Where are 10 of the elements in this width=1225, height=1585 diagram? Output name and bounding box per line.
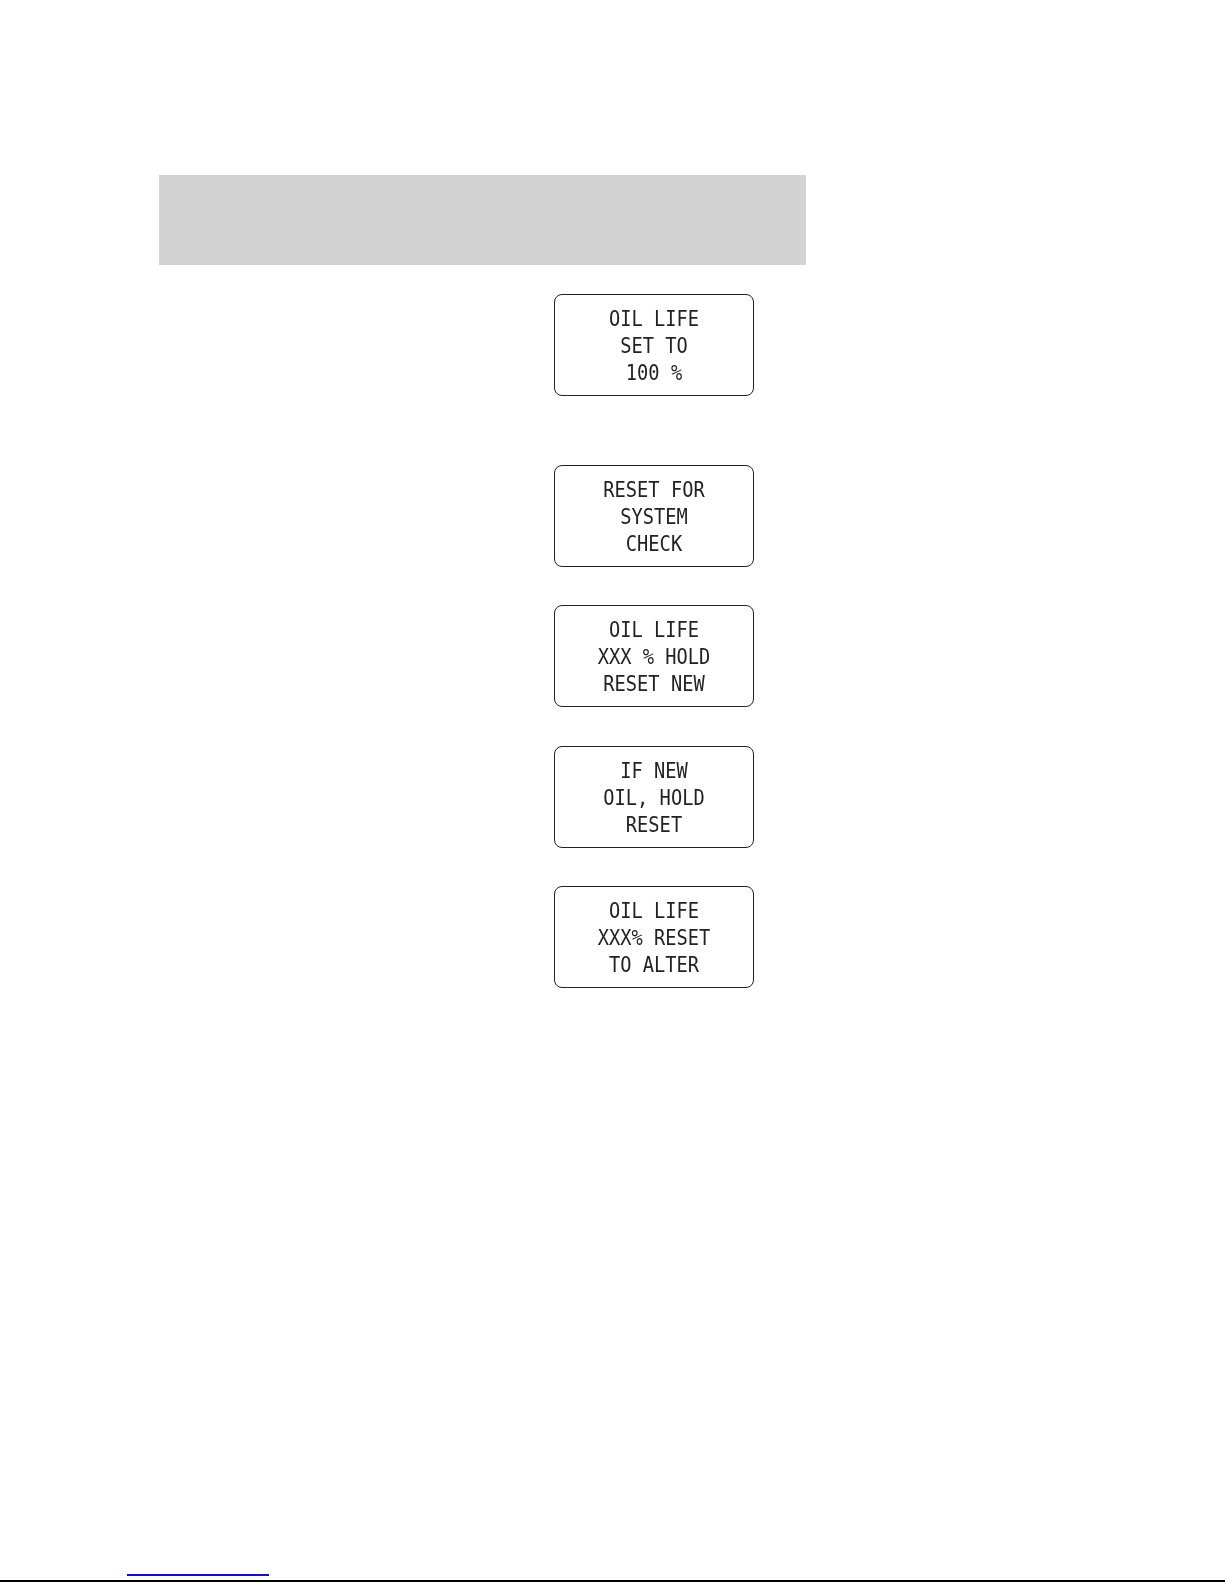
display-screen (554, 886, 754, 988)
display-message: OIL LIFE XXX% RESET TO ALTER (596, 896, 712, 978)
display-message: OIL LIFE XXX % HOLD RESET NEW (596, 615, 712, 697)
display-message: OIL LIFE SET TO 100 % (607, 304, 701, 386)
display-screen (554, 294, 754, 396)
display-screen (554, 746, 754, 848)
display-message: IF NEW OIL, HOLD RESET (602, 756, 706, 838)
display-screen (554, 605, 754, 707)
display-screen (554, 465, 754, 567)
display-message: RESET FOR SYSTEM CHECK (602, 475, 706, 557)
